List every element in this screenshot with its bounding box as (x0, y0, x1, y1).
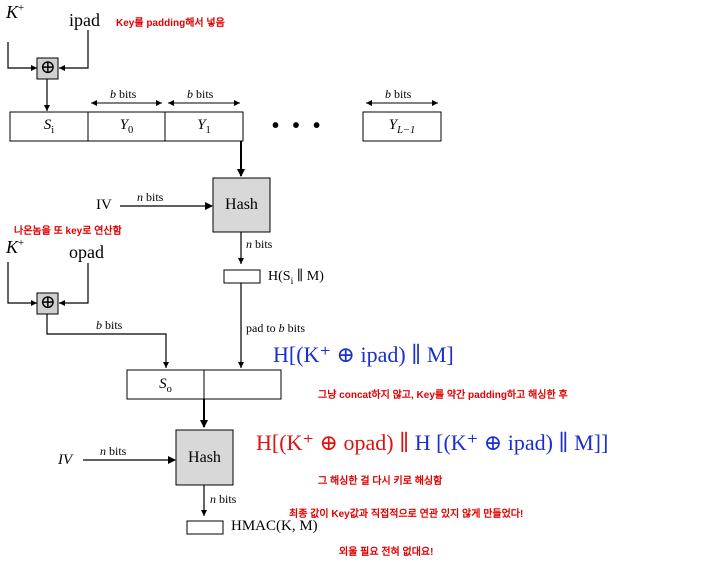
block-yl (362, 111, 442, 142)
block-si-label: Si (43, 117, 55, 136)
iv-label-1: IV (96, 197, 112, 213)
key-plus-label-top: K+ (6, 2, 25, 22)
hmac-label: HMAC(K, M) (231, 518, 318, 534)
formula-outer-hash: H[(K⁺ ⊕ opad) ∥ H [(K⁺ ⊕ ipad) ∥ M]] (256, 430, 609, 455)
xor-icon-top: ⊕ (40, 57, 56, 78)
key-plus-label-bottom: K+ (6, 237, 25, 257)
n-bits-label-4: n bits (210, 492, 237, 506)
block-so (126, 369, 205, 400)
ipad-label: ipad (69, 10, 100, 30)
inner-hash-label: H(Si ∥ M) (268, 269, 324, 287)
b-bits-label-2: b bits (187, 87, 214, 101)
n-bits-label-2: n bits (246, 237, 273, 251)
note-key-padding: Key를 padding해서 넣음 (116, 18, 225, 29)
block-so-label: So (159, 376, 172, 395)
xor-icon-bottom: ⊕ (40, 292, 56, 313)
note-concat-padding: 그냥 concat하지 않고, Key를 약간 padding하고 해싱한 후 (318, 390, 568, 401)
block-si (9, 111, 89, 142)
block-y1-label: Y1 (197, 117, 211, 136)
b-bits-label-4: b bits (96, 318, 123, 332)
hash-label-1: Hash (225, 196, 258, 213)
hash-box-1 (212, 177, 271, 233)
block-y1 (164, 111, 244, 142)
iv-label-2: IV (58, 452, 73, 468)
note-output-as-key: 나온놈을 또 key로 연산함 (14, 226, 122, 237)
hmac-output-box (186, 520, 224, 535)
block-yl-label: YL−1 (388, 117, 416, 136)
note-hash-again: 그 해싱한 걸 다시 키로 해싱함 (318, 476, 443, 487)
pad-to-b-label: pad to b bits (246, 321, 306, 335)
inner-hash-box (223, 269, 261, 284)
formula-inner-hash: H[(K⁺ ⊕ ipad) ∥ M] (273, 342, 454, 367)
n-bits-label-1: n bits (137, 190, 164, 204)
n-bits-label-3: n bits (100, 444, 127, 458)
note-final-value: 최종 값이 Key값과 직접적으로 연관 있지 않게 만들었다! (289, 509, 524, 520)
b-bits-label-1: b bits (110, 87, 137, 101)
block-inner-hash-padded (203, 369, 282, 400)
block-y0-label: Y0 (119, 117, 134, 136)
hash-label-2: Hash (188, 449, 221, 466)
note-no-memorize: 외울 필요 전혀 없대요! (339, 547, 434, 558)
b-bits-label-3: b bits (385, 87, 412, 101)
opad-label: opad (69, 242, 104, 262)
ellipsis-dots: • • • (272, 115, 325, 137)
